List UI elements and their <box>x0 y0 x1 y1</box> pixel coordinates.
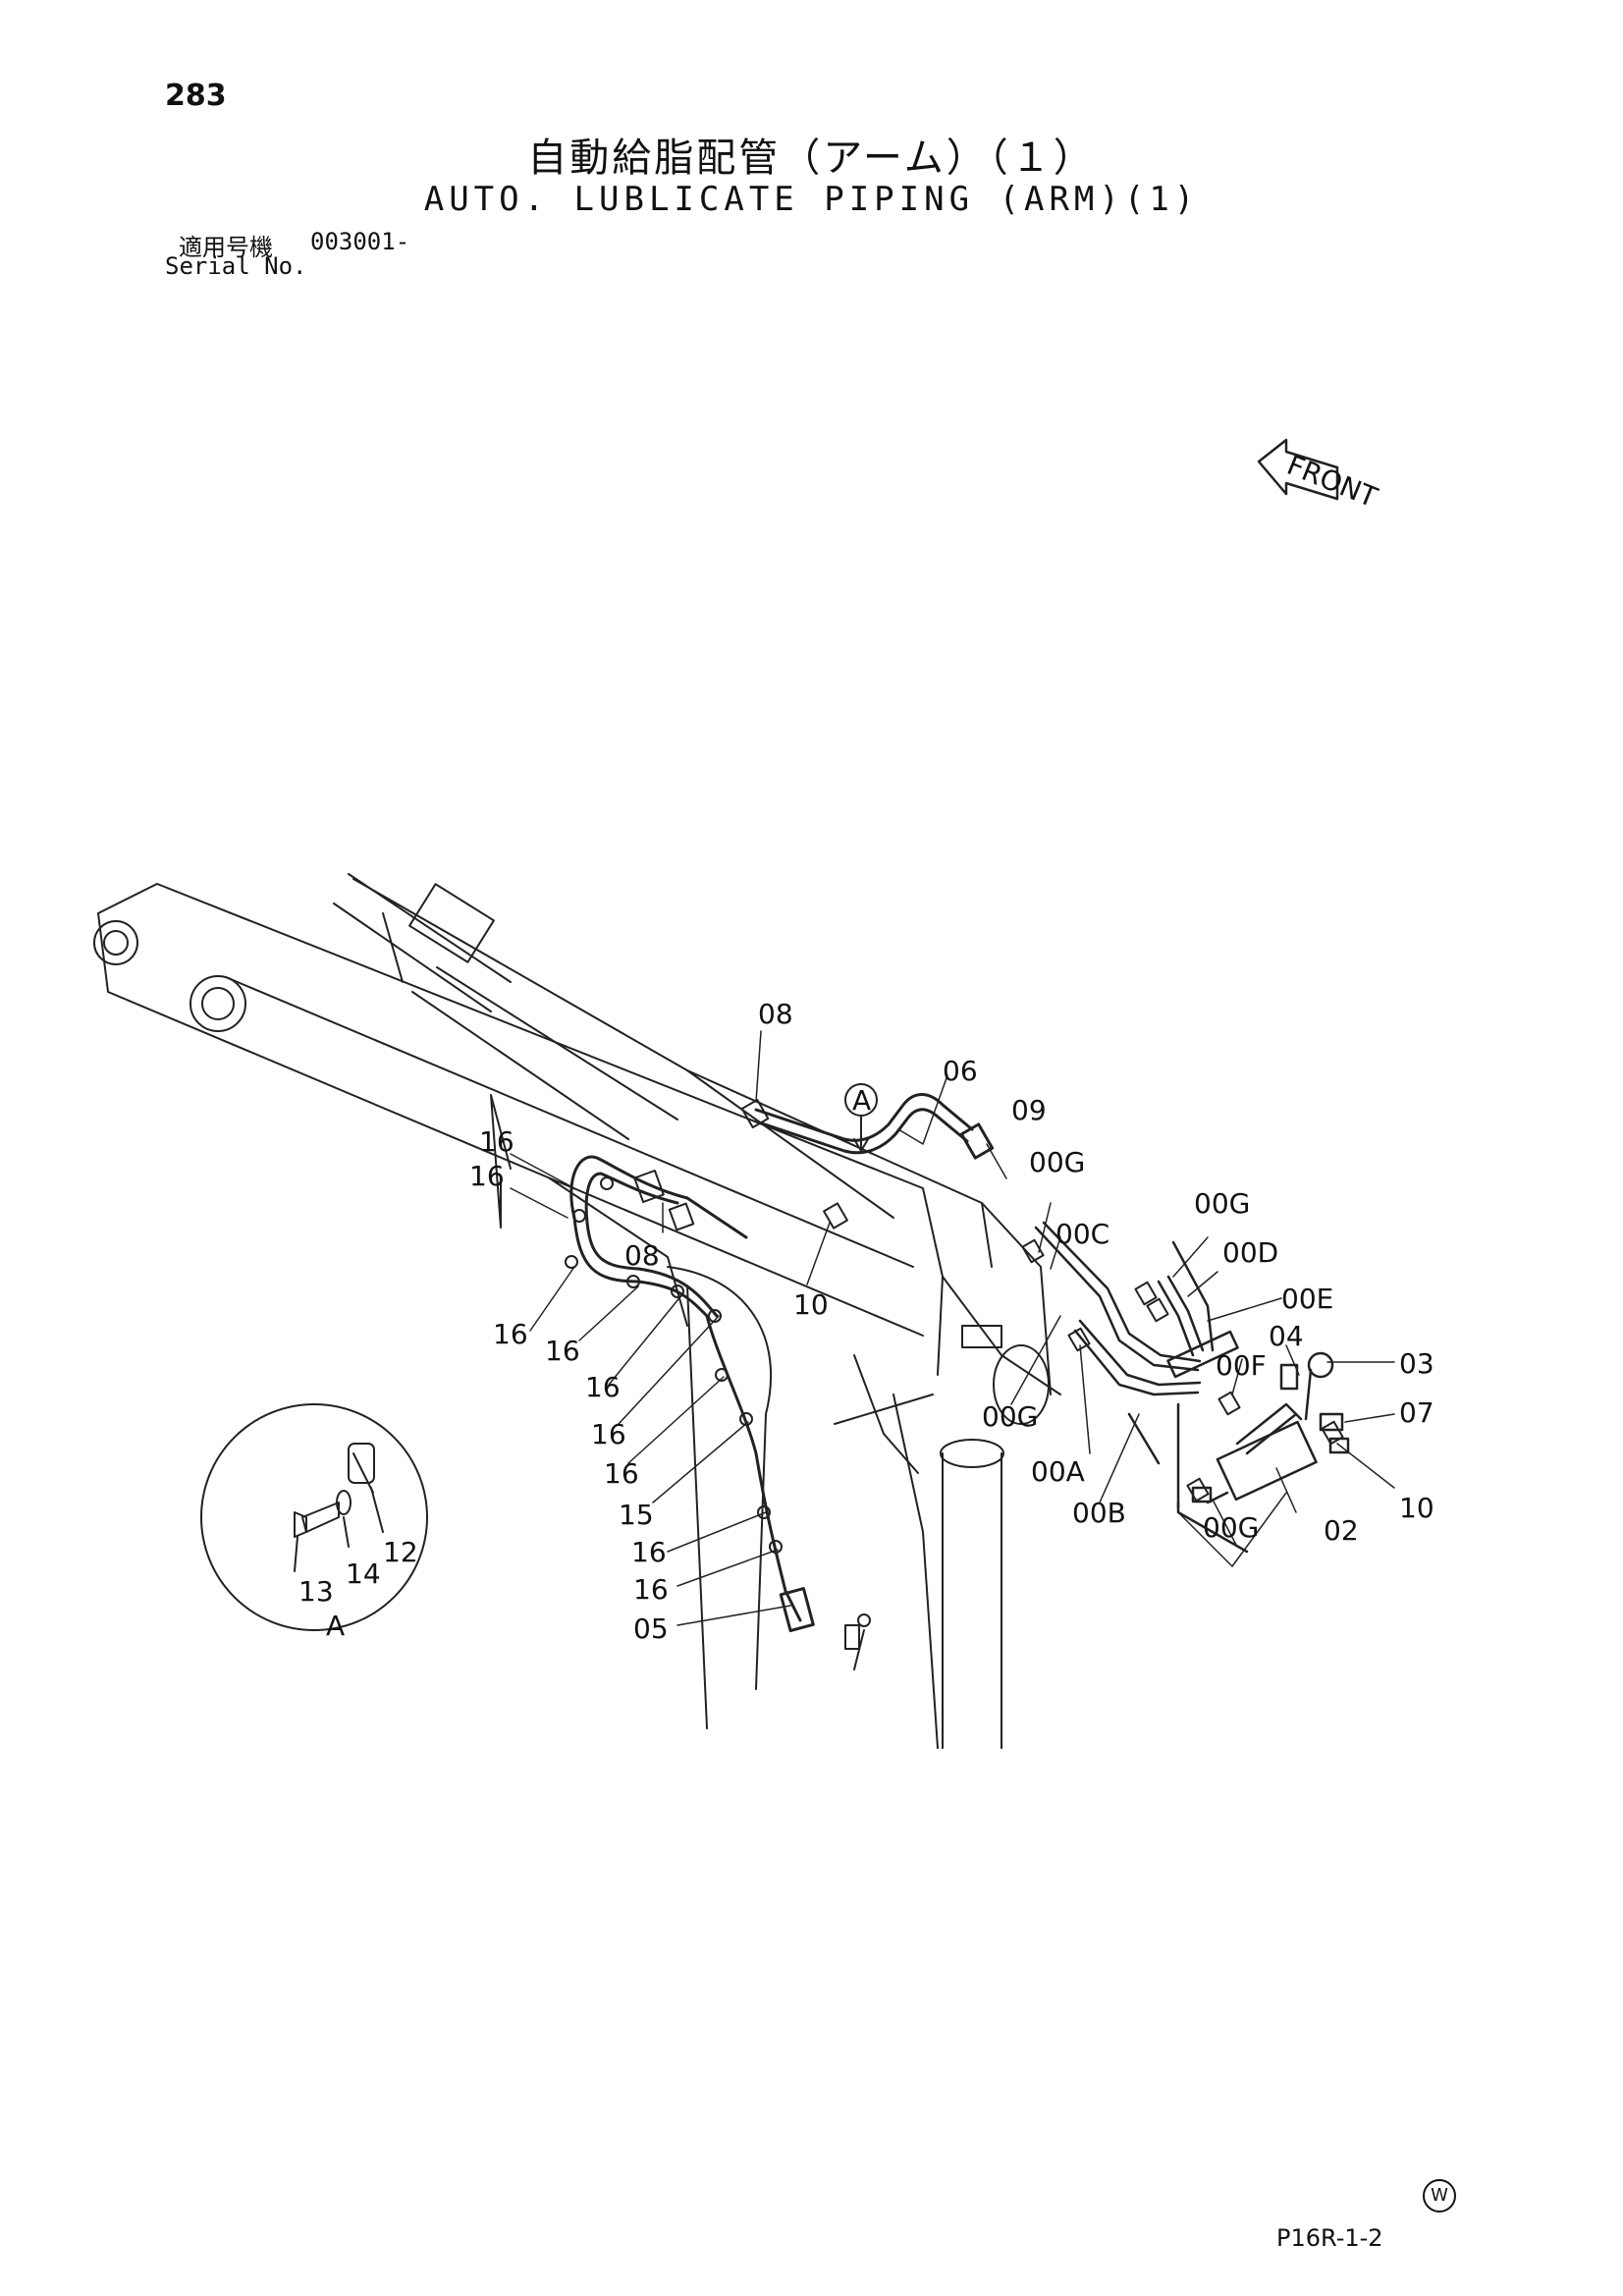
callout-02: 02 <box>1324 1514 1359 1547</box>
callout-09: 09 <box>1011 1094 1047 1126</box>
callout-16-seventh: 16 <box>604 1457 639 1490</box>
callout-16-eighth: 16 <box>631 1536 667 1568</box>
serial-number-value: 003001- <box>310 228 410 255</box>
figure-code: P16R-1-2 <box>1276 2224 1383 2252</box>
callout-05: 05 <box>633 1613 669 1645</box>
callout-08-lower: 08 <box>624 1239 660 1272</box>
page-title-english: AUTO. LUBLICATE PIPING (ARM)(1) <box>423 180 1200 219</box>
callout-section-a: A <box>852 1084 871 1117</box>
callout-detail-a: A <box>326 1610 345 1642</box>
fittings <box>490 1094 1344 1670</box>
section-marker-a <box>844 1083 878 1152</box>
callout-15: 15 <box>619 1499 654 1531</box>
serial-label-japanese: 適用号機 <box>179 234 273 261</box>
callout-16-fifth: 16 <box>585 1371 621 1403</box>
hose-clamps-16 <box>565 1176 783 1554</box>
callout-16-ninth: 16 <box>633 1573 669 1606</box>
w-mark-icon: W <box>1423 2179 1456 2213</box>
callout-10-right: 10 <box>1399 1492 1434 1524</box>
callout-10-left: 10 <box>793 1288 829 1321</box>
callout-04: 04 <box>1269 1320 1304 1352</box>
callout-00b: 00B <box>1072 1497 1126 1529</box>
callout-08-top: 08 <box>758 998 793 1030</box>
serial-label-english: Serial No. <box>165 252 307 280</box>
grease-hose-left <box>569 1155 815 1632</box>
callout-07: 07 <box>1399 1396 1434 1429</box>
callout-16-first: 16 <box>479 1125 514 1158</box>
callout-03: 03 <box>1399 1347 1434 1380</box>
callout-14: 14 <box>346 1558 381 1590</box>
callout-12: 12 <box>383 1536 418 1568</box>
callout-00e: 00E <box>1281 1283 1333 1315</box>
pipe-06 <box>754 1093 995 1160</box>
callout-16-fourth: 16 <box>545 1335 580 1367</box>
arm-structure <box>93 873 1061 1749</box>
callout-00g-top: 00G <box>1029 1146 1085 1178</box>
leader-lines <box>510 1030 1395 1626</box>
callout-00g-middle: 00G <box>982 1400 1038 1433</box>
callout-16-third: 16 <box>493 1318 528 1350</box>
callout-00d: 00D <box>1222 1236 1278 1269</box>
page-number: 283 <box>165 79 227 113</box>
callout-00g-bottom: 00G <box>1203 1511 1259 1544</box>
page-title-japanese: 自動給脂配管（アーム）（１） <box>527 136 1096 181</box>
detail-a-view <box>200 1403 428 1631</box>
callout-13: 13 <box>298 1575 334 1608</box>
callout-00c: 00C <box>1055 1218 1109 1250</box>
callout-labels: 08 06 09 A 00G 16 16 08 10 00G 00C 00D 0… <box>298 998 1434 1645</box>
callout-00f: 00F <box>1216 1349 1267 1382</box>
callout-16-second: 16 <box>469 1160 505 1192</box>
callout-00a: 00A <box>1031 1455 1085 1488</box>
callout-16-sixth: 16 <box>591 1418 626 1450</box>
front-label: FRONT <box>1282 449 1382 515</box>
callout-00g-upper-right: 00G <box>1194 1187 1250 1220</box>
front-arrow-icon <box>1257 438 1339 501</box>
callout-06: 06 <box>943 1055 978 1087</box>
